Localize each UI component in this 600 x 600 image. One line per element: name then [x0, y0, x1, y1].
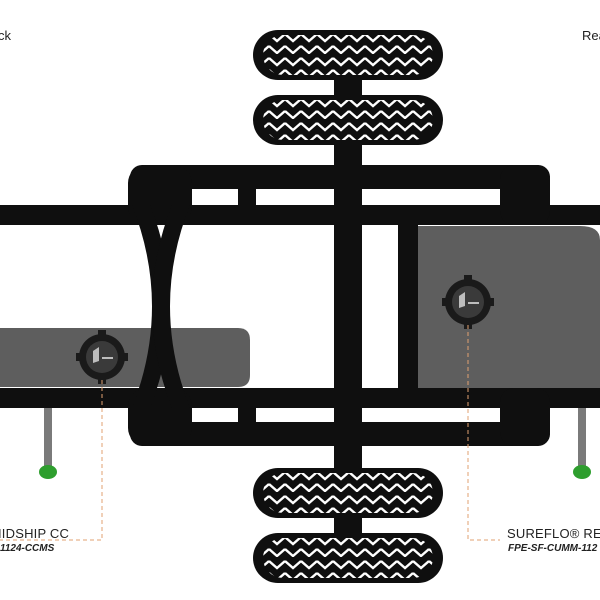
label-top-left: ck — [0, 28, 11, 43]
tire-rear-bottom — [253, 533, 443, 583]
cross-member-a-bottom — [238, 390, 256, 424]
midship-part-number: 1124-CCMS — [0, 543, 55, 554]
rear-crossmember — [398, 222, 418, 392]
cross-member-a-top — [238, 189, 256, 223]
vent-tube-left — [44, 408, 52, 468]
midship-tank-name: IIDSHIP CC — [0, 526, 70, 541]
leader-line-midship — [0, 380, 103, 541]
vent-tube-right — [578, 408, 586, 468]
leader-line-rear — [467, 325, 500, 541]
rear-crossmember-cap — [418, 205, 432, 225]
tire-rear-top — [253, 95, 443, 145]
frame-tube-top — [130, 165, 550, 189]
rear-part-number: FPE-SF-CUMM-112 — [508, 543, 598, 554]
rear-tank-name: SUREFLO® REA — [507, 526, 600, 541]
tire-front-top — [253, 30, 443, 80]
frame-bracket-bottom-right — [500, 388, 550, 446]
vent-tip-left — [39, 465, 57, 479]
frame-bracket-top-right — [500, 165, 550, 225]
frame-tube-bottom — [130, 422, 550, 446]
saddle-brace-right — [152, 205, 190, 408]
vent-tip-right — [573, 465, 591, 479]
tire-front-bottom — [253, 468, 443, 518]
rear-tank — [418, 226, 600, 398]
label-top-right: Rea — [582, 28, 600, 43]
